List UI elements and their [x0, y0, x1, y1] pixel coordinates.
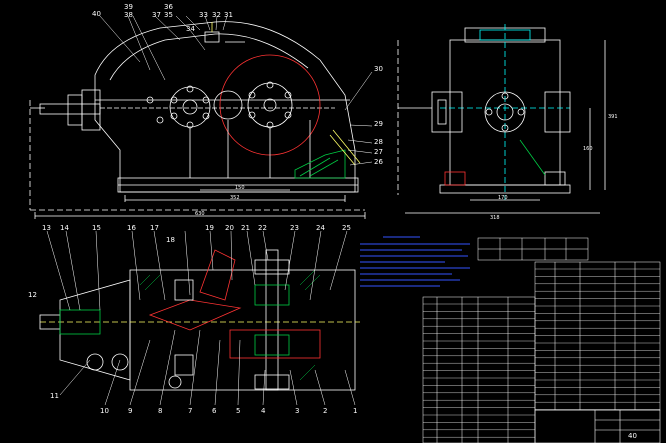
section-label-24: 24	[316, 224, 325, 232]
parts-list-left	[422, 296, 536, 443]
dim-318: 318	[490, 215, 500, 221]
front-label-37: 37	[152, 11, 161, 19]
section-label-2: 2	[323, 407, 327, 415]
parts-list-right	[534, 261, 661, 411]
title-block	[534, 409, 661, 443]
front-label-30: 30	[374, 65, 383, 73]
front-view-labels: 40 39 38 37 36 35 34 33 32 31 30 29 28 2…	[92, 3, 383, 217]
section-label-17: 17	[150, 224, 159, 232]
bevel-pinion	[148, 299, 242, 331]
front-label-38: 38	[124, 11, 133, 19]
section-label-14: 14	[60, 224, 69, 232]
front-label-27: 27	[374, 148, 383, 156]
side-bearing	[484, 91, 526, 133]
front-leaders	[99, 15, 373, 166]
side-view	[397, 24, 606, 214]
section-label-10: 10	[100, 407, 109, 415]
front-label-29: 29	[374, 120, 383, 128]
front-label-33: 33	[199, 11, 208, 19]
section-label-20: 20	[225, 224, 234, 232]
section-label-7: 7	[188, 407, 192, 415]
section-label-3: 3	[295, 407, 299, 415]
section-label-12: 12	[28, 291, 37, 299]
section-label-21: 21	[241, 224, 250, 232]
front-label-36: 36	[164, 3, 173, 11]
section-label-22: 22	[258, 224, 267, 232]
breather-cap	[204, 31, 220, 43]
section-label-25: 25	[342, 224, 351, 232]
dim-170: 170	[498, 195, 508, 201]
section-label-9: 9	[128, 407, 132, 415]
side-view-labels: 170 318 160 391	[490, 114, 618, 221]
section-leaders	[46, 230, 356, 406]
front-view	[29, 15, 373, 219]
input-shaft	[39, 103, 101, 115]
section-label-13: 13	[42, 224, 51, 232]
section-view-labels: 13 14 15 16 17 18 19 20 21 22 23 24 25 1…	[28, 224, 357, 415]
parts-list-right-rows	[535, 268, 660, 410]
section-label-8: 8	[158, 407, 162, 415]
housing-outline	[94, 21, 356, 193]
small-bearing-right	[213, 90, 243, 120]
section-label-4: 4	[261, 407, 266, 415]
bevel-gear	[199, 249, 236, 301]
housing-inner-line	[109, 33, 309, 81]
front-label-26: 26	[374, 158, 383, 166]
section-label-11: 11	[50, 392, 59, 400]
front-label-31: 31	[224, 11, 233, 19]
section-label-6: 6	[212, 407, 217, 415]
section-label-5: 5	[236, 407, 240, 415]
vertical-shaft	[265, 249, 279, 391]
front-label-39: 39	[124, 3, 133, 11]
dim-391: 391	[608, 114, 618, 120]
section-label-16: 16	[127, 224, 136, 232]
bearing-bolts	[146, 81, 292, 129]
dim-150: 150	[235, 185, 245, 191]
small-bearing-left	[169, 86, 211, 128]
front-label-28: 28	[374, 138, 383, 146]
dim-630: 630	[195, 211, 205, 217]
section-label-1: 1	[353, 407, 357, 415]
section-label-19: 19	[205, 224, 214, 232]
dim-352: 352	[230, 195, 240, 201]
oil-gauge	[294, 149, 346, 179]
section-view	[39, 230, 360, 406]
front-label-40: 40	[92, 10, 101, 18]
section-label-18: 18	[166, 236, 175, 244]
technical-notes	[360, 236, 470, 287]
front-label-34: 34	[186, 25, 195, 33]
front-label-32: 32	[212, 11, 221, 19]
section-label-23: 23	[290, 224, 299, 232]
section-label-15: 15	[92, 224, 101, 232]
dim-160: 160	[583, 146, 593, 152]
spec-table	[477, 237, 589, 261]
front-label-35: 35	[164, 11, 173, 19]
parts-list-left-rows	[423, 303, 535, 438]
title-block-part-number: 40	[628, 432, 637, 440]
